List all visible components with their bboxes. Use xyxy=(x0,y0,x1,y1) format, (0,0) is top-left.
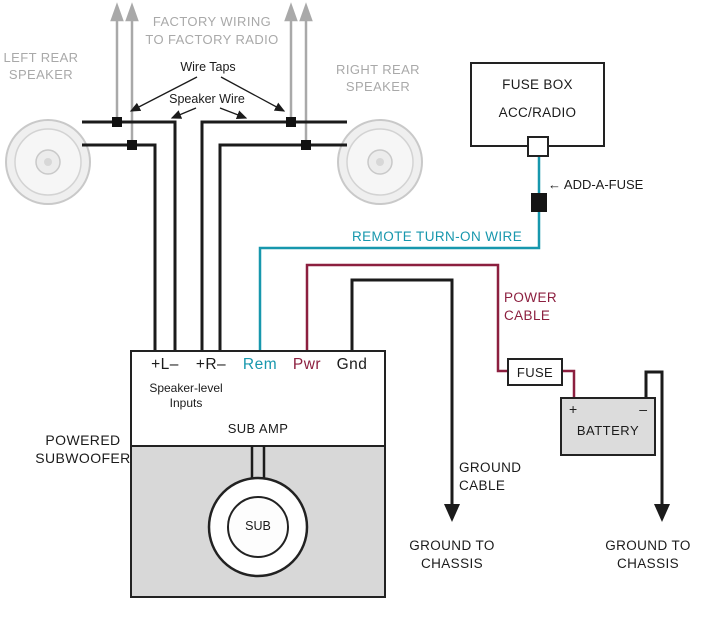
wire-tap xyxy=(127,140,137,150)
left-arrow-icon: ← xyxy=(548,177,561,192)
fuse-box: FUSE BOX ACC/RADIO xyxy=(470,62,605,147)
terminal-gnd: Gnd xyxy=(336,356,368,373)
factory-wiring-line1: FACTORY WIRING xyxy=(152,14,272,29)
wire-taps-pointer-right xyxy=(220,76,286,112)
speaker-wire-pointer-right xyxy=(219,107,248,119)
battery-label: BATTERY xyxy=(576,423,640,438)
factory-wiring-line2: TO FACTORY RADIO xyxy=(145,32,279,47)
left-rear-speaker-graphic xyxy=(5,119,91,205)
chassis-line: CHASSIS xyxy=(420,556,484,571)
factory-arrowhead xyxy=(125,2,139,22)
speaker-center-dot xyxy=(376,158,384,166)
battery: + – BATTERY xyxy=(560,397,656,456)
wire-taps-label: Wire Taps xyxy=(180,60,236,74)
left-speaker-wire-b xyxy=(82,143,157,350)
ground-cable-line1: GROUND xyxy=(459,460,522,475)
inline-fuse-label: FUSE xyxy=(516,364,554,380)
battery-ground-wire xyxy=(644,370,664,506)
ground-cable-line2: CABLE xyxy=(459,478,506,493)
speaker-level-line1: Speaker-level xyxy=(149,381,223,395)
factory-arrowhead xyxy=(284,2,298,22)
powered-subwoofer-label: POWERED SUBWOOFER xyxy=(35,431,130,467)
right-rear-speaker-graphic xyxy=(337,119,423,205)
right-speaker-line1: RIGHT REAR xyxy=(336,62,420,77)
speaker-level-line2: Inputs xyxy=(169,396,203,410)
speaker-wire-label: Speaker Wire xyxy=(169,92,245,106)
ground-arrowhead-amp xyxy=(444,504,460,522)
power-cable-fuse-to-battery xyxy=(561,369,576,399)
right-rear-speaker-label: RIGHT REAR SPEAKER xyxy=(336,61,420,95)
add-a-fuse-label: ADD-A-FUSE xyxy=(563,177,644,192)
wire-tap xyxy=(112,117,122,127)
ground-to-line: GROUND TO xyxy=(605,538,691,553)
factory-wiring-label: FACTORY WIRING TO FACTORY RADIO xyxy=(145,13,278,49)
sub-speaker-graphic xyxy=(207,446,309,578)
add-a-fuse-holder xyxy=(531,193,547,212)
speaker-center-dot xyxy=(44,158,52,166)
ground-arrowhead-battery xyxy=(654,504,670,522)
ground-cable-label: GROUND CABLE xyxy=(459,459,521,495)
left-rear-speaker-label: LEFT REAR SPEAKER xyxy=(4,49,79,83)
right-speaker-wire-a xyxy=(200,120,347,350)
left-speaker-line1: LEFT REAR xyxy=(3,50,79,65)
power-cable-amp-to-fuse xyxy=(305,263,509,373)
wire-tap xyxy=(301,140,311,150)
terminal-rem: Rem xyxy=(242,356,278,373)
factory-arrowhead xyxy=(299,2,313,22)
chassis-line: CHASSIS xyxy=(616,556,680,571)
wire-tap xyxy=(286,117,296,127)
inline-fuse: FUSE xyxy=(507,358,563,386)
subwoofer-line: SUBWOOFER xyxy=(35,450,131,466)
fuse-box-connector xyxy=(527,136,549,157)
power-cable-line1: POWER xyxy=(504,290,558,305)
fuse-box-slot-acc-radio: ACC/RADIO xyxy=(498,105,577,120)
ground-to-chassis-label-battery: GROUND TO CHASSIS xyxy=(605,537,691,573)
battery-plus-terminal: + xyxy=(569,401,578,417)
ground-to-chassis-label-amp: GROUND TO CHASSIS xyxy=(409,537,495,573)
sub-label: SUB xyxy=(245,519,271,533)
ground-to-line: GROUND TO xyxy=(409,538,495,553)
terminal-left-input: +L– xyxy=(151,356,179,373)
battery-minus-terminal: – xyxy=(639,401,647,417)
left-speaker-line2: SPEAKER xyxy=(8,67,74,82)
left-speaker-wire-a xyxy=(82,120,177,350)
terminal-right-input: +R– xyxy=(195,356,227,373)
power-cable-line2: CABLE xyxy=(504,308,551,323)
speaker-level-inputs-label: Speaker-level Inputs xyxy=(149,381,222,411)
power-cable-label: POWER CABLE xyxy=(504,289,557,325)
fuse-box-title: FUSE BOX xyxy=(502,77,573,92)
annotation-arrows xyxy=(129,76,286,119)
sub-amp-label: SUB AMP xyxy=(227,421,289,436)
wire-tap-squares xyxy=(112,117,311,150)
remote-turn-on-label: REMOTE TURN-ON WIRE xyxy=(352,229,523,244)
terminal-pwr: Pwr xyxy=(292,356,322,373)
factory-wiring-arrows xyxy=(110,2,313,143)
ground-cable-wire xyxy=(350,278,454,506)
speaker-wire-pointer-left xyxy=(170,107,197,119)
sub-inner-ring xyxy=(227,496,289,558)
power-cable-wire xyxy=(305,263,576,399)
right-speaker-line2: SPEAKER xyxy=(345,79,411,94)
wire-taps-pointer-left xyxy=(129,76,198,112)
factory-arrowhead xyxy=(110,2,124,22)
powered-line: POWERED xyxy=(45,432,121,448)
